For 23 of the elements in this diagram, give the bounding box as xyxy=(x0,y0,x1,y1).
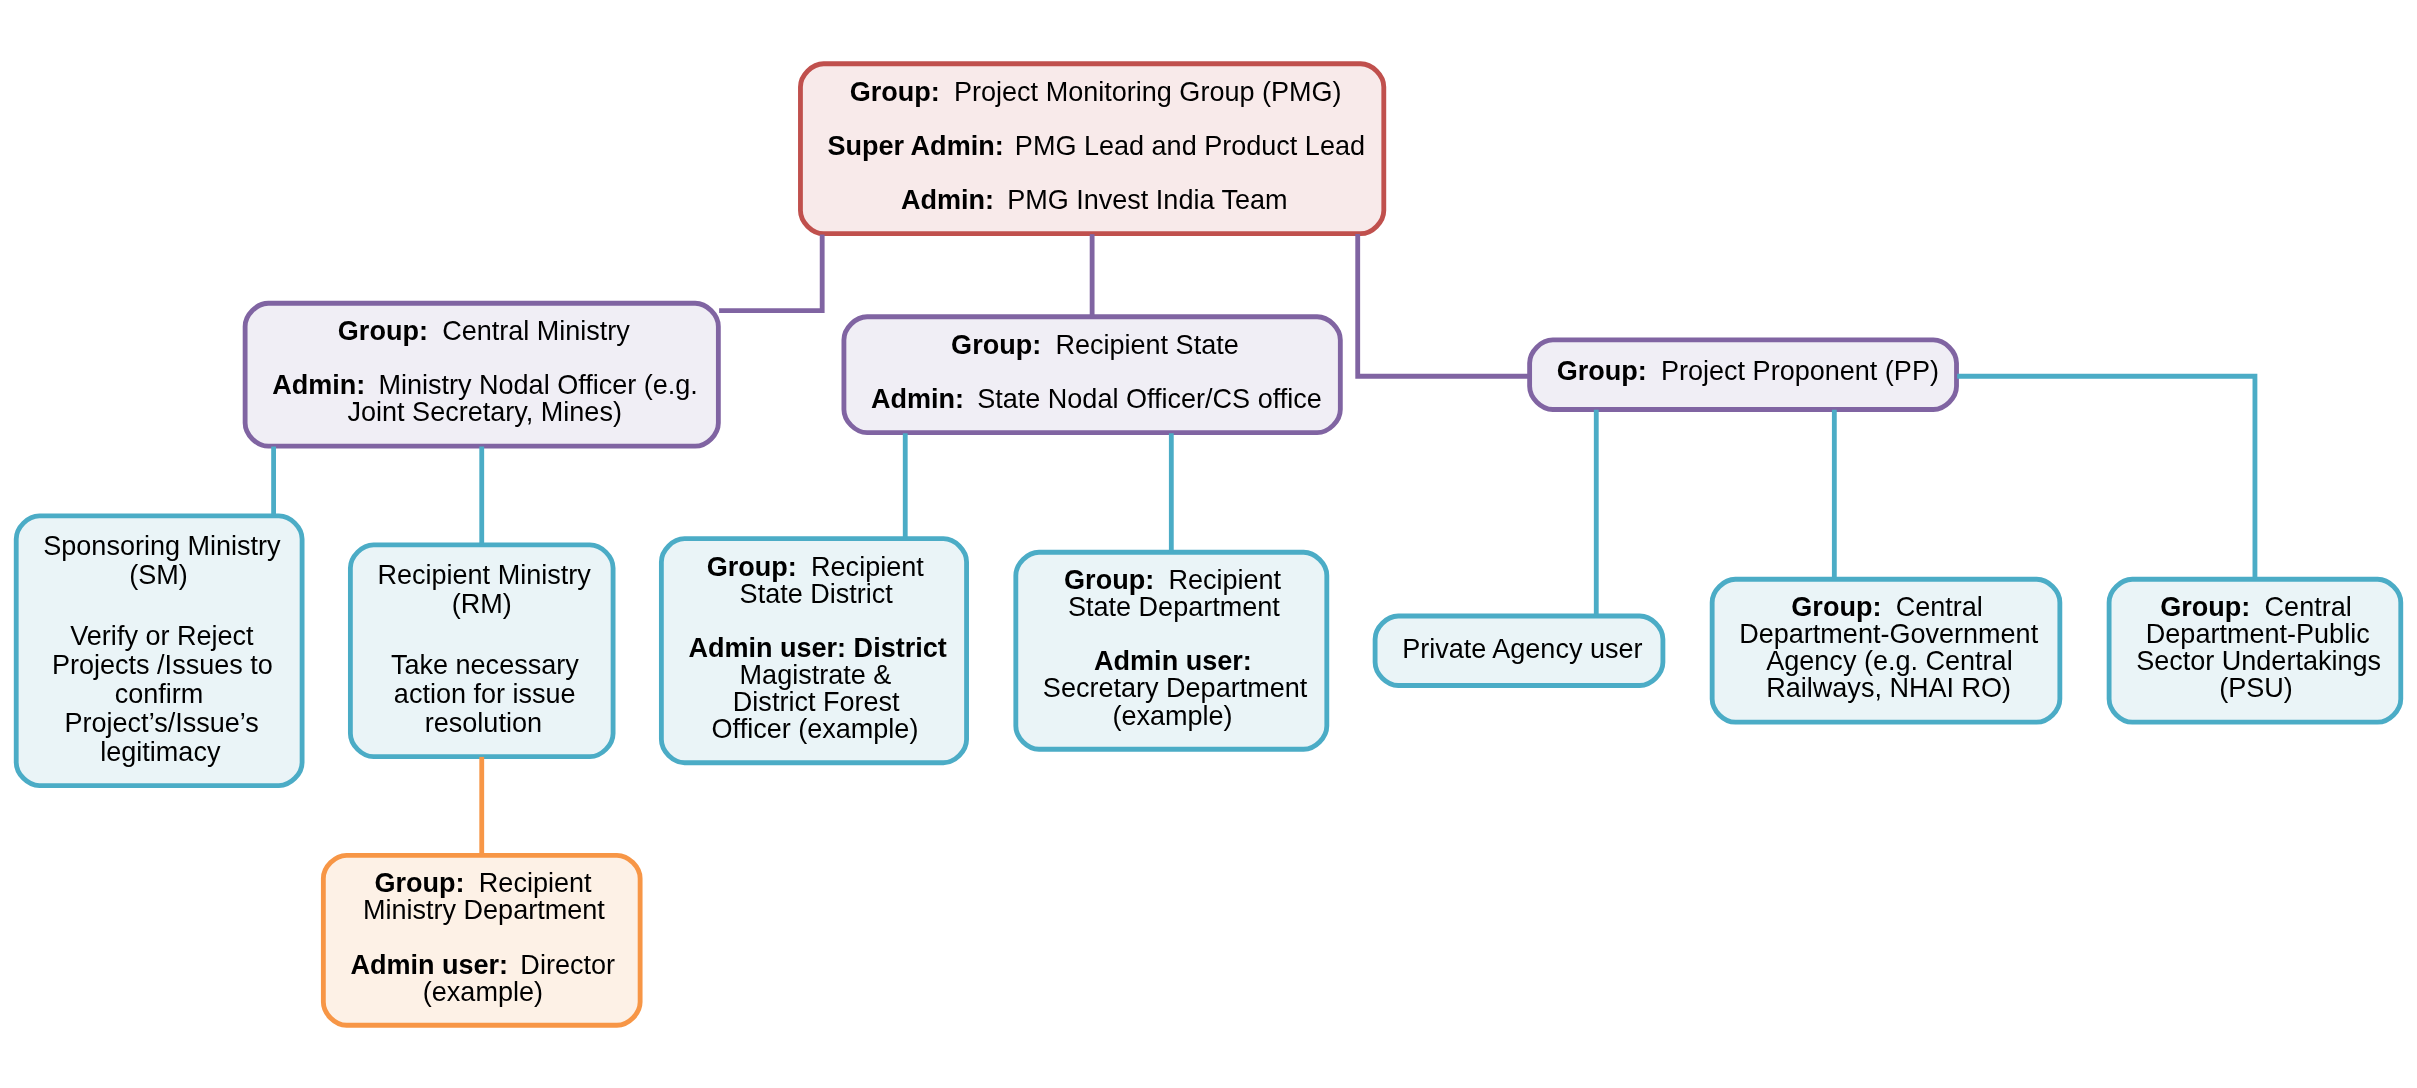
node-box: Group: Recipient State Department Admin user: Secretary Department (example) xyxy=(1013,549,1330,752)
node-box: Group: Recipient Ministry Department Admin user: Director (example) xyxy=(320,852,643,1028)
connector xyxy=(1957,373,2258,579)
connector xyxy=(479,446,485,544)
node-box: Group: Project Proponent (PP) xyxy=(1527,337,1959,412)
connector xyxy=(1089,233,1095,317)
node-box: Recipient Ministry (RM) Take necessary action for issue resolution xyxy=(347,541,616,759)
node-box: Sponsoring Ministry (SM) Verify or Reject Projects /Issues to confirm Project’s/Issue’s legitimacy xyxy=(13,513,305,788)
node-box: Group: Central Department-Public Sector Undertakings (PSU) xyxy=(2106,576,2404,725)
connector xyxy=(1593,409,1599,615)
connector xyxy=(1831,409,1837,579)
node-box: Private Agency user xyxy=(1372,613,1666,688)
node-box: Group: Central Department-Government Agency (e.g. Central Railways, NHAI RO) xyxy=(1709,576,2063,725)
node-box: Group: Project Monitoring Group (PMG) Super Admin: PMG Lead and Product Lead Admin: PMG Invest India Team xyxy=(798,60,1387,236)
connector xyxy=(902,432,908,538)
connector xyxy=(271,446,277,516)
node-box: Group: Recipient State Admin: State Nodal Officer/CS office xyxy=(841,313,1343,435)
connector xyxy=(1168,432,1174,552)
connector xyxy=(719,233,825,313)
node-box: Group: Recipient State District Admin user: District Magistrate & District Forest Officer (example) xyxy=(658,535,969,765)
connector xyxy=(1355,233,1530,379)
node-box: Group: Central Ministry Admin: Ministry Nodal Officer (e.g. Joint Secretary, Mines) xyxy=(242,300,721,449)
connector xyxy=(479,756,485,855)
